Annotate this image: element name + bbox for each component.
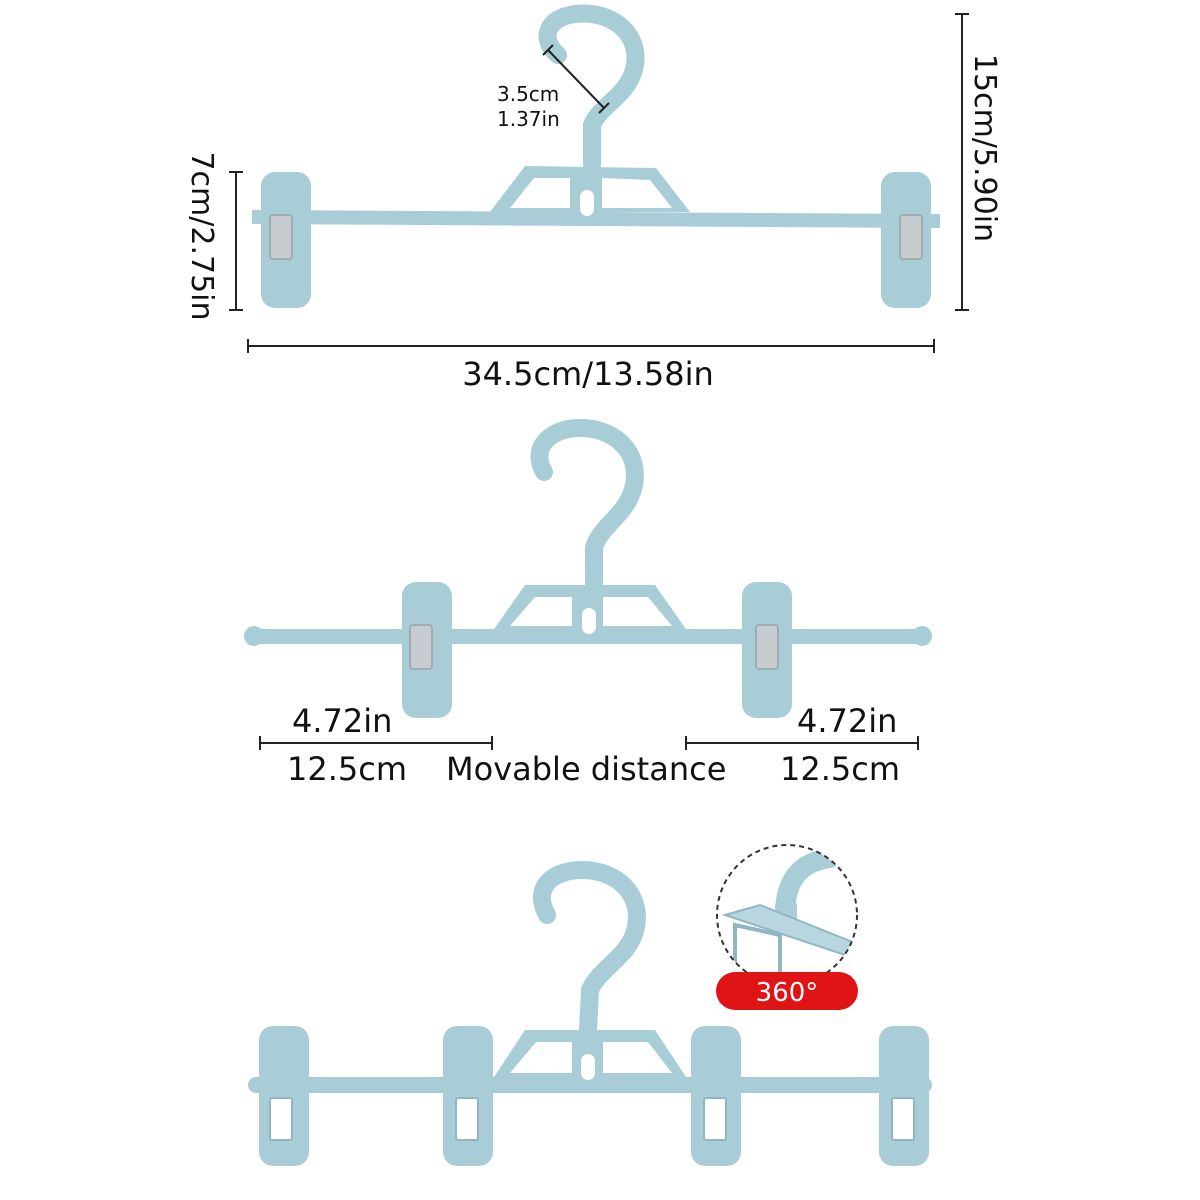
left-distance-cm: 12.5cm (287, 750, 407, 788)
hook-diameter-cm: 3.5cm (497, 82, 559, 106)
total-width-label: 34.5cm/13.58in (462, 355, 714, 393)
clip-height-label: 7cm/2.75in (184, 151, 219, 320)
movable-distance-caption: Movable distance (446, 750, 726, 788)
bridge-window (603, 597, 672, 626)
hanger-bar (252, 210, 940, 228)
right-movable-distance: 4.72in 12.5cm (685, 702, 919, 788)
bridge-window (602, 178, 672, 208)
bridge-window (510, 178, 570, 208)
right-clip (742, 582, 792, 718)
left-clip (261, 172, 311, 308)
right-clip (881, 172, 931, 308)
hook (530, 418, 644, 599)
rotation-badge-label: 360° (756, 978, 819, 1008)
top-hanger (252, 4, 940, 308)
bridge-slot (581, 1054, 595, 1080)
bar-end (244, 626, 264, 646)
hanger-bar (248, 1077, 932, 1093)
total-height-label: 15cm/5.90in (967, 54, 1002, 242)
hook-diameter-in: 1.37in (497, 107, 560, 131)
clip-height-dimension: 7cm/2.75in (184, 151, 243, 321)
clip-3 (691, 1026, 741, 1166)
total-height-dimension: 15cm/5.90in (955, 13, 1002, 311)
bottom-hanger (248, 860, 932, 1166)
bridge-slot (580, 190, 594, 216)
clip-4 (879, 1026, 929, 1166)
rotation-badge (716, 972, 858, 1010)
right-distance-in: 4.72in (797, 702, 897, 740)
clip-2 (443, 1026, 493, 1166)
hook (533, 860, 646, 1039)
hook (538, 4, 645, 174)
middle-hanger (244, 418, 932, 718)
left-clip (402, 582, 452, 718)
rotation-zoom-detail: 360° (716, 844, 858, 1010)
total-width-dimension: 34.5cm/13.58in (247, 339, 935, 393)
bridge-slot (582, 608, 596, 634)
left-movable-distance: 4.72in 12.5cm (259, 702, 493, 788)
bridge-window (510, 597, 572, 626)
bridge-window (510, 1042, 572, 1073)
hook-diameter-marker: 3.5cm 1.37in (497, 44, 610, 131)
bar-end (912, 626, 932, 646)
clip-1 (259, 1026, 309, 1166)
right-distance-cm: 12.5cm (780, 750, 900, 788)
bridge-window (603, 1042, 672, 1073)
left-distance-in: 4.72in (292, 702, 392, 740)
